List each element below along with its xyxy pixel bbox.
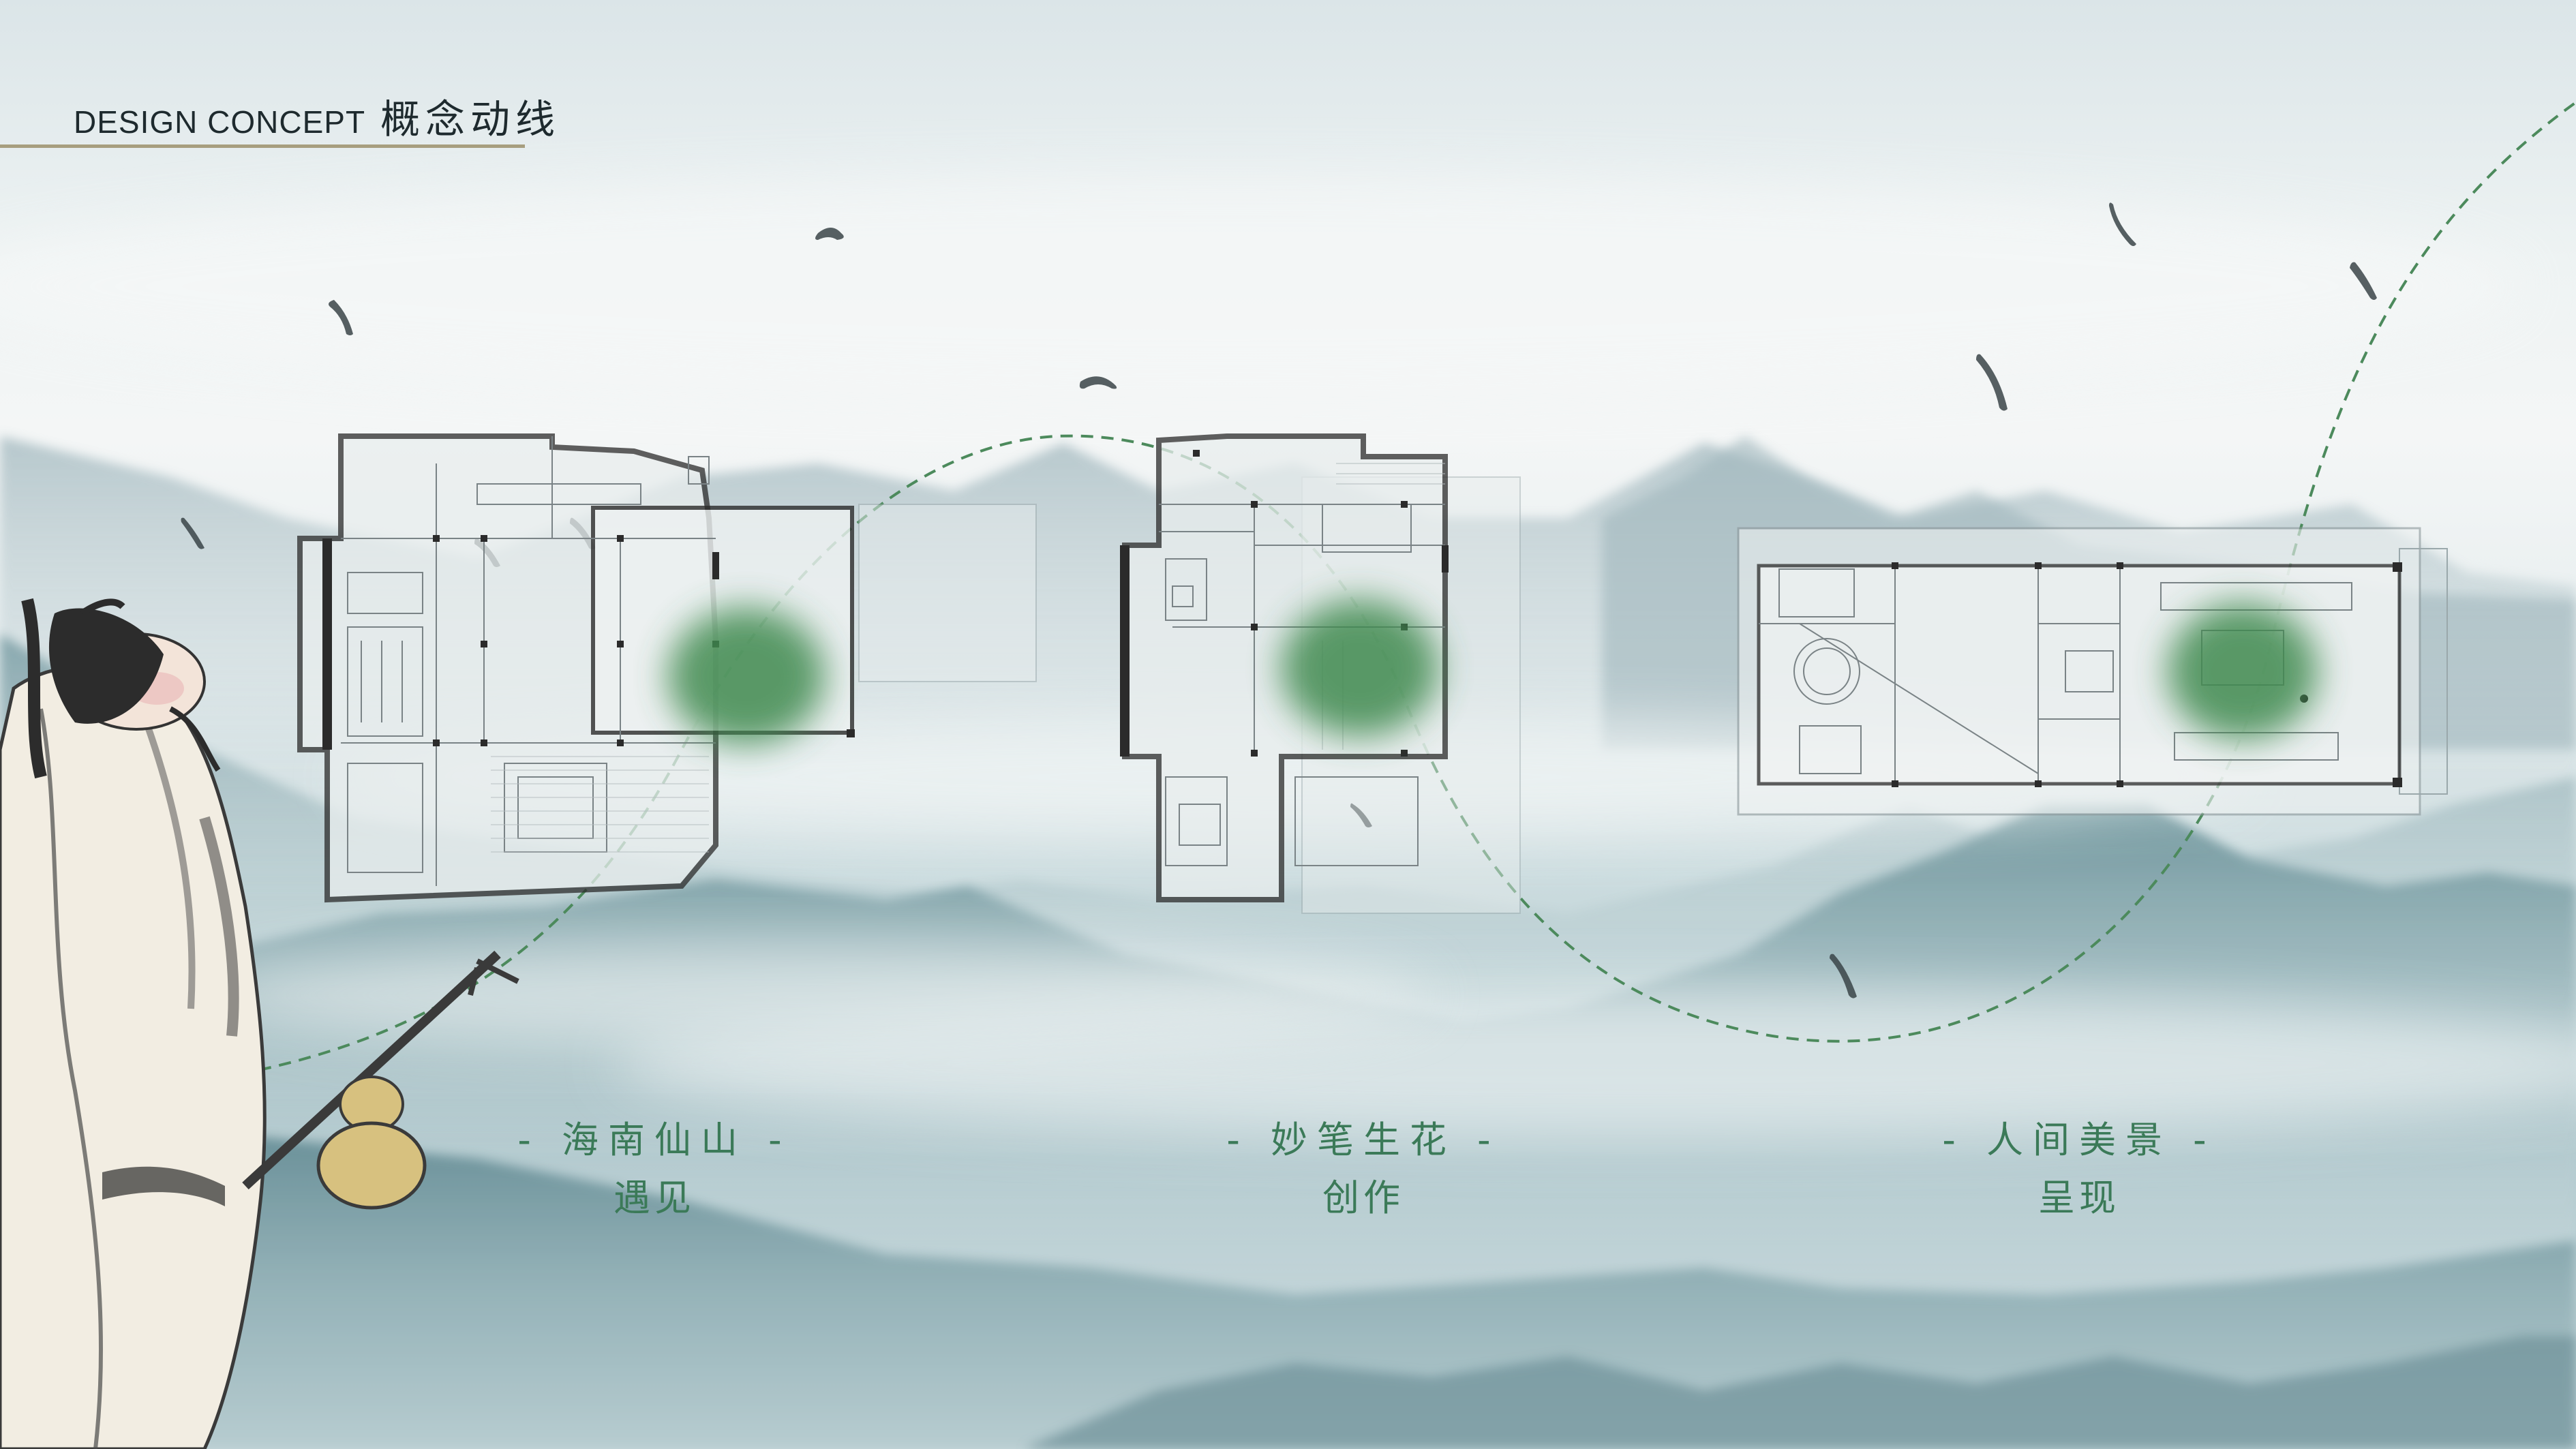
bird-icon (815, 228, 844, 240)
bird-icon (1830, 954, 1857, 998)
bird-icon (2350, 262, 2377, 300)
title-english: DESIGN CONCEPT (74, 104, 366, 140)
bird-icon (1079, 376, 1117, 389)
focus-dot (2168, 603, 2318, 739)
title-underline (0, 144, 525, 148)
focus-dot (668, 608, 825, 744)
bird-icon (2109, 202, 2136, 246)
bird-icon (1350, 803, 1372, 827)
caption-heading: - 人间美景 - (1942, 1118, 2216, 1161)
caption-present: - 人间美景 - 呈现 (1929, 1110, 2229, 1221)
caption-encounter: - 海南仙山 - 遇见 (504, 1110, 804, 1221)
slide-title: DESIGN CONCEPT 概念动线 (74, 87, 560, 149)
bird-icon (181, 517, 204, 549)
bird-icon (329, 300, 353, 335)
front-mountains (0, 1131, 2576, 1449)
caption-subtitle: 创作 (1322, 1176, 1404, 1219)
focus-dot (1282, 600, 1438, 736)
scholar-figure (0, 598, 519, 1449)
caption-subtitle: 遇见 (613, 1176, 695, 1219)
caption-create: - 妙笔生花 - 创作 (1213, 1110, 1513, 1221)
title-chinese: 概念动线 (380, 96, 561, 142)
foreground-ridge (1022, 1336, 2576, 1449)
floor-plan (1737, 527, 2448, 816)
caption-subtitle: 呈现 (2038, 1176, 2120, 1219)
bird-icon (1976, 354, 2007, 411)
mist (0, 177, 2522, 395)
caption-heading: - 海南仙山 - (517, 1118, 791, 1161)
mist (204, 941, 1431, 1050)
caption-heading: - 妙笔生花 - (1226, 1118, 1500, 1161)
